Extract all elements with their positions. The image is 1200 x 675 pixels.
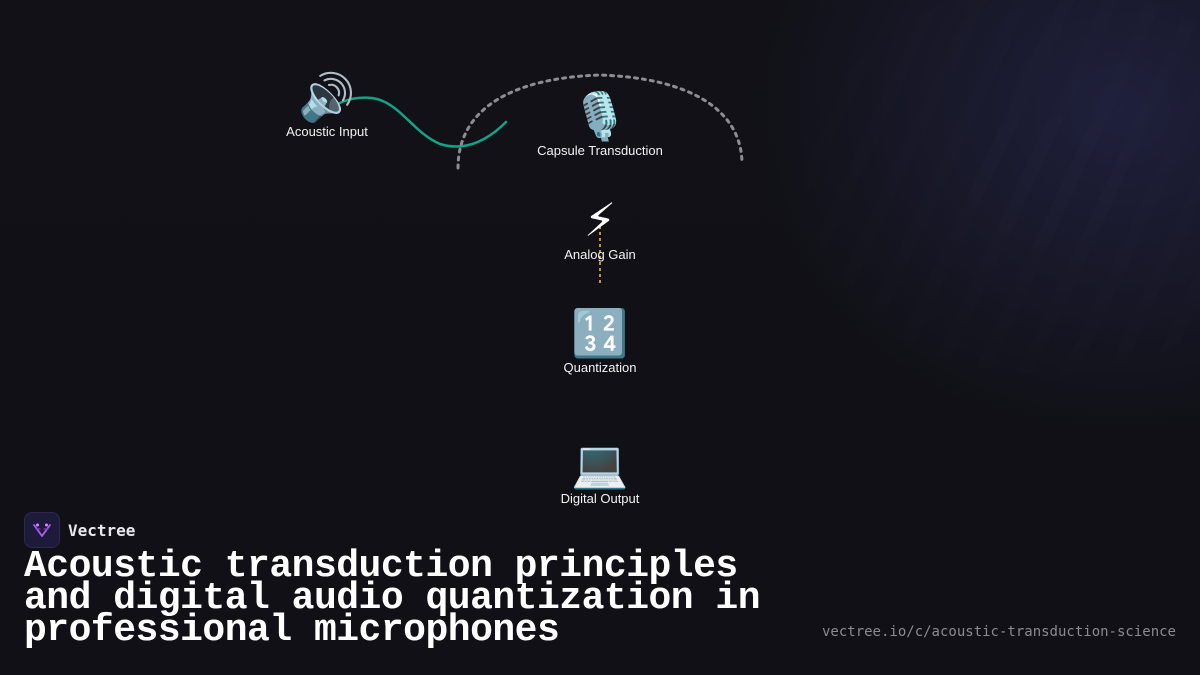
- node-quantization: 🔢 Quantization: [500, 306, 700, 376]
- sound-wave-connector: [316, 96, 508, 148]
- node-capsule-transduction: 🎙️ Capsule Transduction: [500, 89, 700, 159]
- brand-name: Vectree: [68, 520, 136, 540]
- numbers-icon: 🔢: [571, 306, 629, 360]
- node-label: Acoustic Input: [286, 124, 368, 139]
- microphone-icon: 🎙️: [571, 89, 629, 143]
- brand[interactable]: Vectree: [24, 512, 135, 548]
- vectree-logo-icon: [24, 512, 60, 548]
- node-label: Capsule Transduction: [537, 143, 663, 158]
- node-acoustic-input: 🔊 Acoustic Input: [227, 70, 427, 140]
- laptop-icon: 💻: [571, 437, 629, 491]
- node-analog-gain: ⚡ Analog Gain: [500, 193, 700, 263]
- node-label: Analog Gain: [564, 247, 636, 262]
- speaker-icon: 🔊: [298, 70, 356, 124]
- page-title: Acoustic transduction principles and dig…: [24, 545, 761, 652]
- node-label: Digital Output: [560, 491, 640, 506]
- page-url[interactable]: vectree.io/c/acoustic-transduction-scien…: [821, 624, 1176, 640]
- node-label: Quantization: [563, 360, 637, 375]
- node-digital-output: 💻 Digital Output: [500, 437, 700, 507]
- capsule-arc-connector: [456, 73, 744, 170]
- lightning-icon: ⚡: [583, 193, 617, 247]
